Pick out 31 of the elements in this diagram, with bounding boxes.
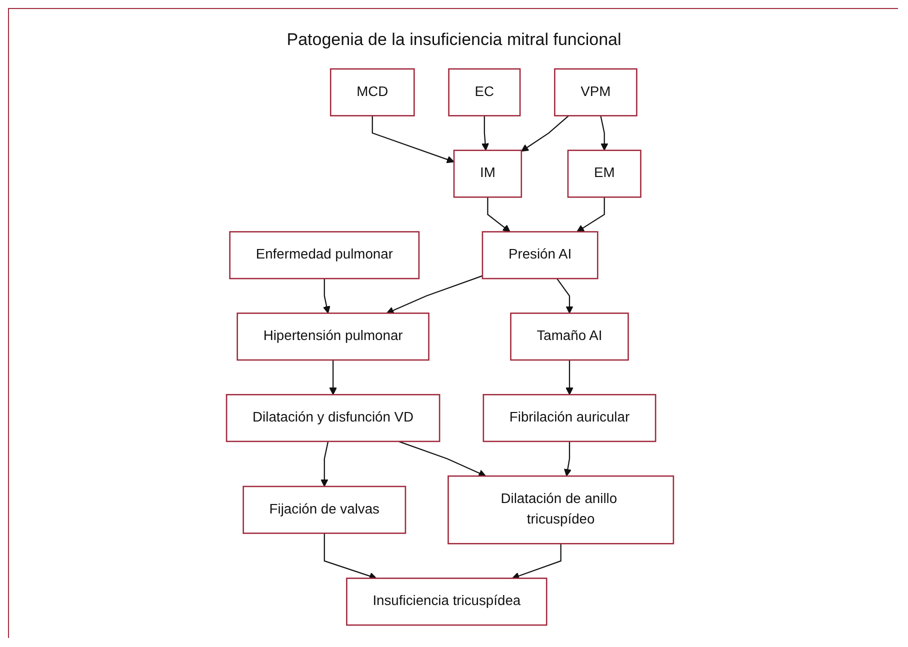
arrow: [576, 197, 605, 232]
arrow: [322, 278, 330, 314]
arrow: [372, 116, 454, 164]
arrow: [566, 360, 574, 395]
arrow: [600, 116, 608, 151]
node-box: Enfermedad pulmonar: [229, 231, 420, 280]
arrow: [521, 115, 570, 152]
diagram-title: Patogenia de la insuficiencia mitral funcional: [286, 30, 622, 50]
arrow: [329, 360, 337, 395]
arrow: [386, 275, 483, 314]
node-box: Fijación de valvas: [242, 486, 406, 534]
arrow: [481, 116, 490, 151]
arrow: [320, 441, 329, 487]
node-box: Dilatación y disfunción VD: [226, 394, 440, 442]
node-box: Hipertensión pulmonar: [236, 312, 430, 361]
node-box: Tamaño AI: [510, 312, 629, 361]
arrow: [487, 197, 510, 232]
arrow: [324, 533, 377, 580]
node-box: MCD: [330, 68, 415, 116]
node-box: VPM: [554, 68, 638, 116]
node-box: Presión AI: [482, 231, 598, 280]
arrow: [556, 278, 574, 314]
node-box: Fibrilación auricular: [482, 394, 656, 442]
node-box: IM: [453, 150, 522, 198]
arrow: [398, 440, 486, 477]
node-box: Insuficiencia tricuspídea: [346, 578, 548, 626]
node-box: EC: [448, 68, 521, 116]
node-box: EM: [567, 150, 642, 198]
node-box: Dilatación de anillo tricuspídeo: [448, 475, 674, 544]
arrow: [512, 544, 562, 580]
arrow: [564, 441, 572, 476]
